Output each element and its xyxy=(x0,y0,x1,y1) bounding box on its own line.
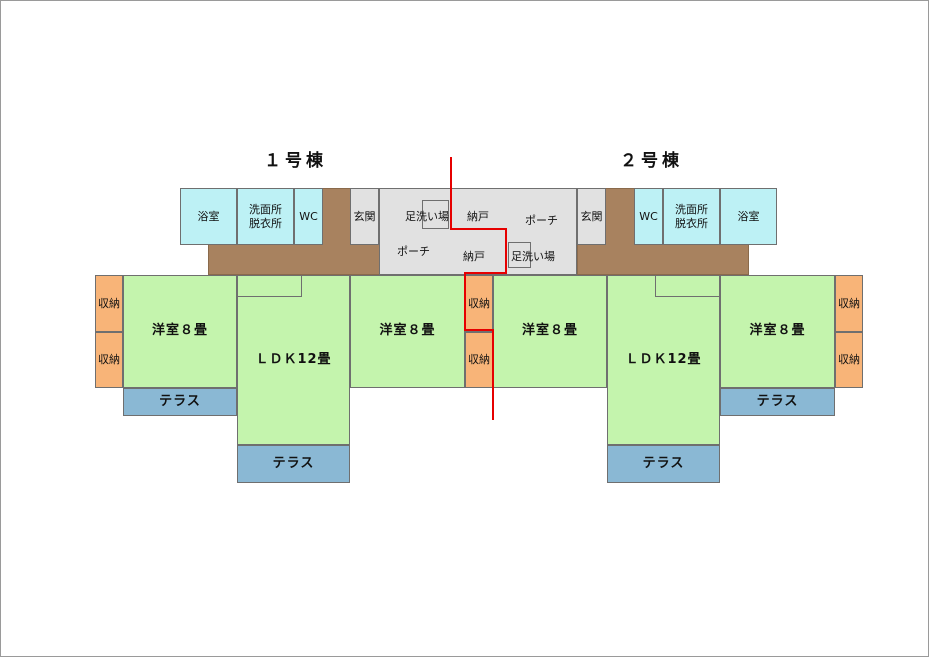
bath-b1: 浴室 xyxy=(180,188,237,245)
terrace-b2-ldk: テラス xyxy=(607,445,720,483)
building-1-title: １号棟 xyxy=(264,151,327,171)
western-room-b2-left: 洋室８畳 xyxy=(493,275,607,388)
wc-b1: WC xyxy=(294,188,323,245)
kitchen-counter-b2 xyxy=(655,275,720,297)
changing-room-b1: 洗面所 脱衣所 xyxy=(237,188,294,245)
footwash-b2: 足洗い場 xyxy=(511,250,555,263)
western-room-b1-left: 洋室８畳 xyxy=(123,275,237,388)
porch-b2: ポーチ xyxy=(525,214,558,227)
closet-b1-top: 収納 xyxy=(95,275,123,332)
building-2-title: ２号棟 xyxy=(620,151,683,171)
ldk-b2: ＬＤＫ12畳 xyxy=(607,275,720,445)
western-room-b1-right: 洋室８畳 xyxy=(350,275,465,388)
footwash-b2-area xyxy=(508,242,531,268)
western-room-b2-right: 洋室８畳 xyxy=(720,275,835,388)
terrace-b1-ldk: テラス xyxy=(237,445,350,483)
changing-room-b2: 洗面所 脱衣所 xyxy=(663,188,720,245)
terrace-b2-right: テラス xyxy=(720,388,835,416)
footwash-b1-area xyxy=(422,200,449,229)
ldk-b1: ＬＤＫ12畳 xyxy=(237,275,350,445)
entrance-b1: 玄関 xyxy=(350,188,379,245)
storage-nando-b2: 納戸 xyxy=(463,250,485,263)
storage-nando-b1: 納戸 xyxy=(467,210,489,223)
closet-center-top: 収納 xyxy=(465,275,493,332)
closet-b1-bottom: 収納 xyxy=(95,332,123,388)
wc-b2: WC xyxy=(634,188,663,245)
terrace-b1-left: テラス xyxy=(123,388,237,416)
common-hall xyxy=(379,188,577,275)
entrance-b2: 玄関 xyxy=(577,188,606,245)
closet-b2-bottom: 収納 xyxy=(835,332,863,388)
bath-b2: 浴室 xyxy=(720,188,777,245)
kitchen-counter-b1 xyxy=(237,275,302,297)
footwash-b1: 足洗い場 xyxy=(405,210,449,223)
porch-b1: ポーチ xyxy=(397,245,430,258)
closet-b2-top: 収納 xyxy=(835,275,863,332)
